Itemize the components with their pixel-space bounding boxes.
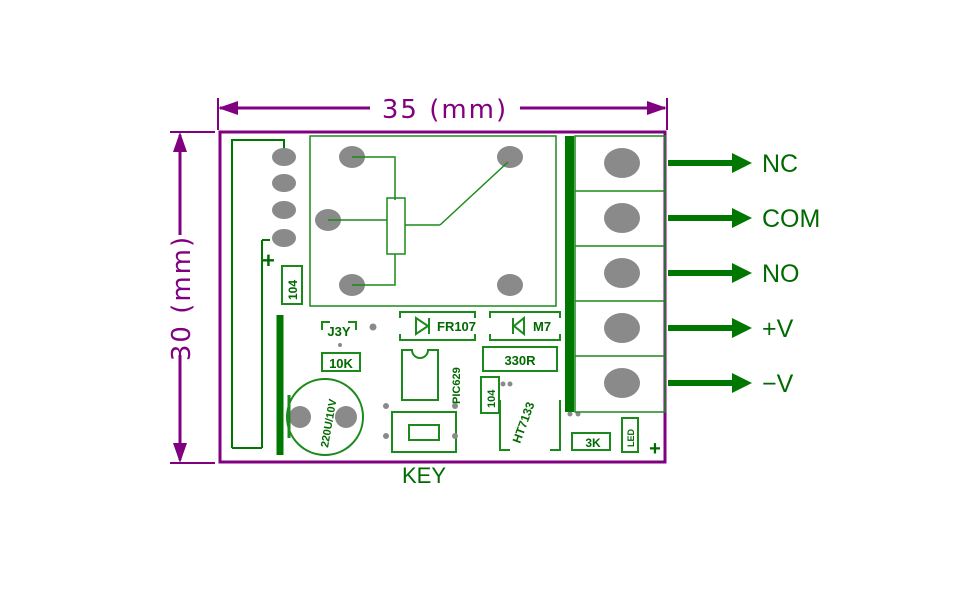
diode-m7: M7 — [489, 311, 561, 341]
diode-fr107: FR107 — [399, 311, 476, 341]
header-pads — [272, 148, 296, 247]
svg-text:PIC629: PIC629 — [451, 367, 463, 404]
height-dimension-label: 30 (mm) — [167, 235, 197, 361]
svg-text:M7: M7 — [533, 319, 551, 334]
plus-mark-right: + — [649, 438, 661, 460]
resistor-3k: 3K — [567, 411, 611, 451]
terminal-block — [565, 135, 666, 413]
svg-text:104: 104 — [286, 280, 300, 300]
plus-mark-left: + — [262, 248, 275, 273]
terminal-label-vplus: +V — [762, 315, 794, 343]
svg-text:330R: 330R — [504, 353, 536, 368]
resistor-10k: 10K — [321, 352, 361, 372]
terminal-vminus: −V — [668, 370, 794, 398]
ic-pic629: PIC629 — [401, 349, 463, 404]
terminal-label-nc: NC — [762, 150, 798, 178]
terminal-com: COM — [668, 205, 820, 233]
relay — [309, 135, 557, 307]
svg-text:LED: LED — [626, 428, 636, 447]
svg-text:FR107: FR107 — [437, 319, 476, 334]
width-dimension-label: 35 (mm) — [382, 95, 508, 125]
svg-text:J3Y: J3Y — [327, 324, 350, 339]
capacitor-104-top: 104 — [281, 265, 303, 305]
terminal-no: NO — [668, 260, 800, 288]
terminal-vplus: +V — [668, 315, 794, 343]
terminal-nc: NC — [668, 150, 798, 178]
led: LED — [621, 417, 639, 453]
resistor-330r: 330R — [482, 346, 558, 372]
key-label: KEY — [402, 463, 446, 488]
capacitor-104-mid: 104 — [480, 376, 513, 414]
svg-text:3K: 3K — [585, 436, 601, 450]
terminal-label-com: COM — [762, 205, 820, 233]
key-switch — [383, 403, 458, 453]
svg-text:10K: 10K — [329, 356, 353, 371]
svg-text:104: 104 — [486, 389, 498, 408]
terminal-label-no: NO — [762, 260, 800, 288]
antenna-trace — [231, 139, 285, 448]
terminal-label-vminus: −V — [762, 370, 794, 398]
crystal-j3y: J3Y — [321, 321, 377, 347]
